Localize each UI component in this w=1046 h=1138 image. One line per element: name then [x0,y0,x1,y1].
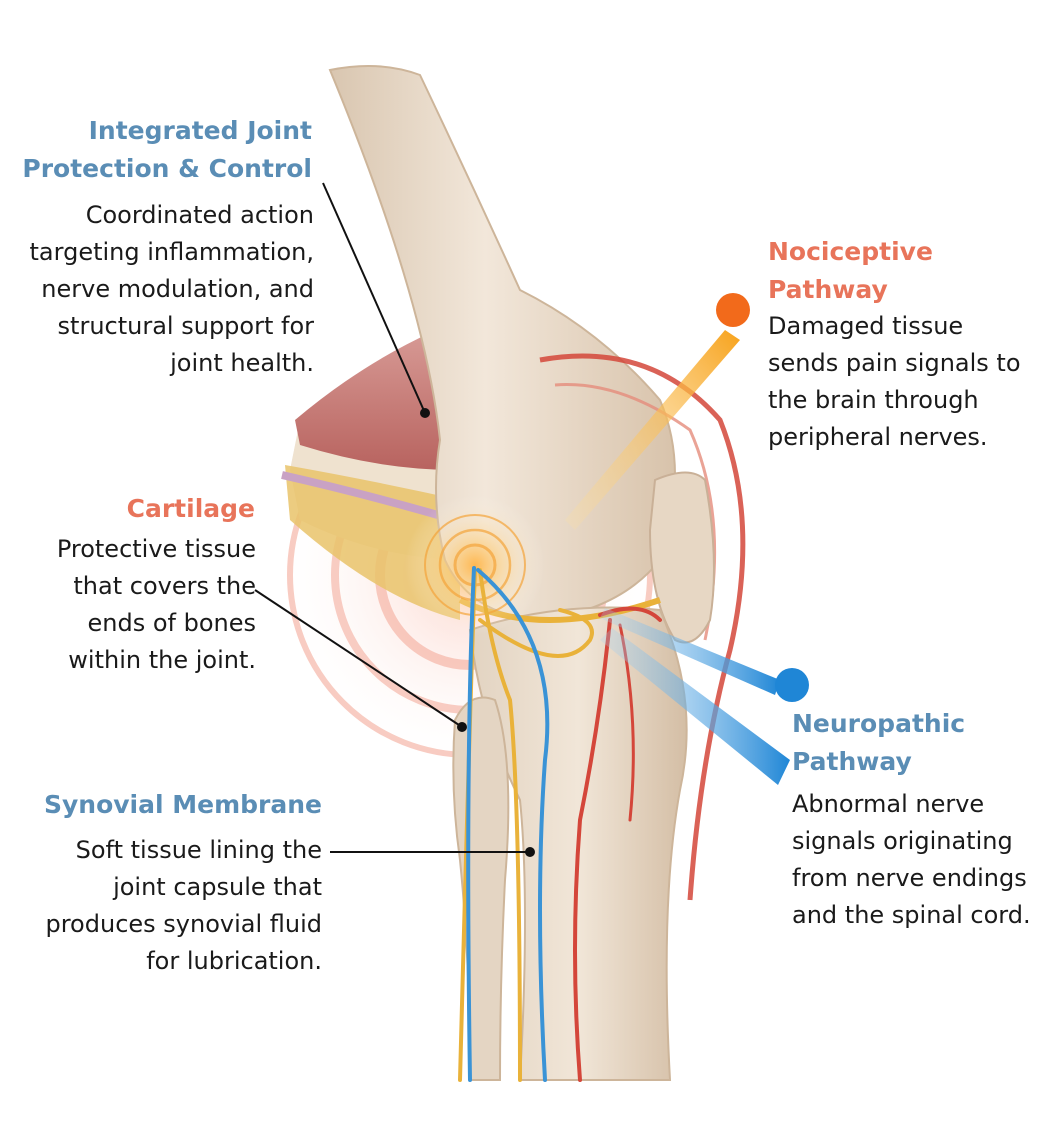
leader-endpoints [420,408,535,857]
cartilage-description: Protective tissue that covers the ends o… [56,535,256,674]
synovial-membrane-description: Soft tissue lining the joint capsule tha… [45,836,322,975]
nociceptive-beam [565,330,740,530]
nociceptive-pathway-description: Damaged tissue sends pain signals to the… [768,312,1021,451]
integrated-joint-title: Integrated Joint Protection & Control [22,116,312,183]
patella-bone [648,471,715,644]
joint-capsule [539,353,746,901]
nociceptive-dot [716,293,750,327]
neuropathic-beam-upper [600,608,780,695]
neuropathic-pathway-description: Abnormal nerve signals originating from … [792,790,1031,929]
neuropathic-dot [775,668,809,702]
synovial-membrane-title: Synovial Membrane [43,790,322,819]
neuropathic-pathway-title: Neuropathic Pathway [792,709,966,776]
neuropathic-beam-lower [600,628,790,785]
integrated-joint-description: Coordinated action targeting inflammatio… [29,201,314,377]
cartilage-title: Cartilage [126,494,255,523]
nociceptive-pathway-title: Nociceptive Pathway [768,237,933,304]
leader-lines [254,182,530,853]
nerves [458,566,662,1082]
